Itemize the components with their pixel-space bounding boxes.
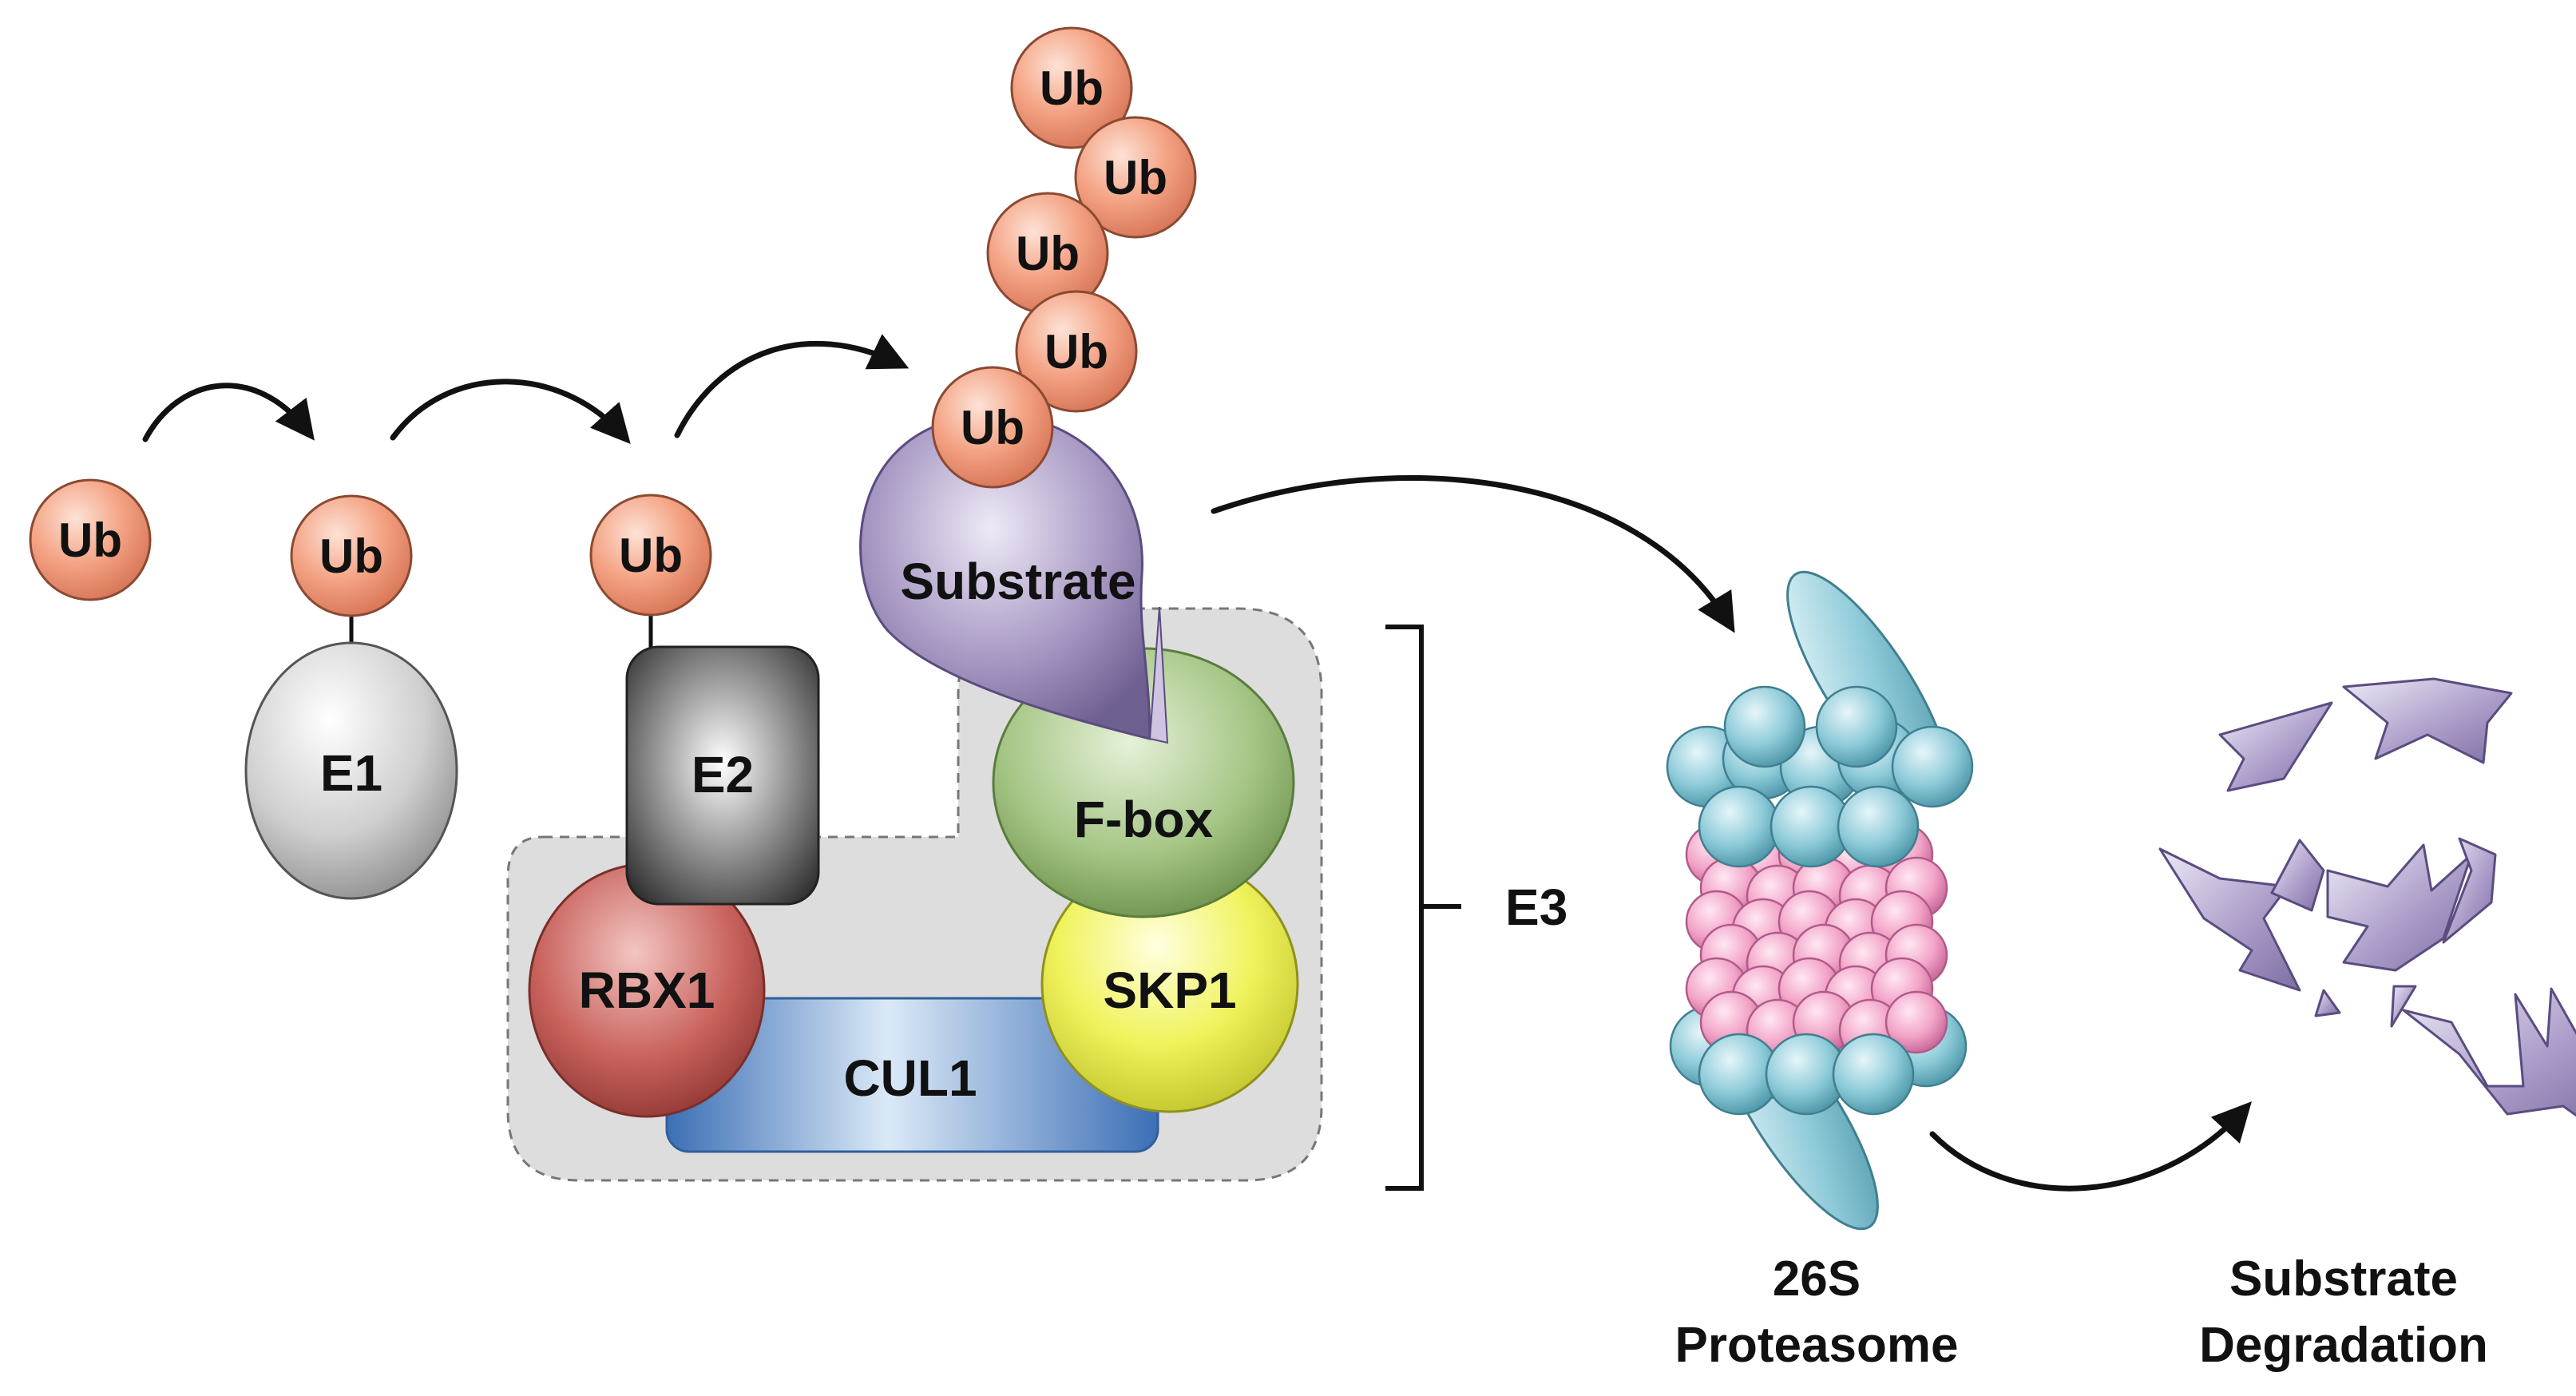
cul1-label: CUL1 xyxy=(843,1049,977,1107)
e3-label: E3 xyxy=(1505,878,1567,936)
ub-label: Ub xyxy=(1044,325,1108,379)
substrate-fragments xyxy=(2158,677,2576,1117)
degradation-caption-line2: Degradation xyxy=(2199,1318,2488,1373)
ub-label: Ub xyxy=(1104,151,1167,204)
free-ubiquitin: Ub xyxy=(29,478,152,601)
e1-ubiquitin: Ub xyxy=(290,494,413,617)
proteasome-caption-line2: Proteasome xyxy=(1675,1318,1959,1373)
fragment xyxy=(2402,987,2576,1117)
proteasome-cap-subunit xyxy=(1832,1033,1915,1116)
rbx1-protein: RBX1 xyxy=(528,863,766,1118)
arrow-substrate-to-proteasome xyxy=(1211,475,1735,633)
ubiquitin-2: Ub xyxy=(1074,116,1197,239)
proteasome-cap-subunit xyxy=(1815,685,1898,768)
ubiquitin-1: Ub xyxy=(1010,26,1133,149)
e2-label: E2 xyxy=(692,746,754,803)
ubiquitin-5: Ub xyxy=(931,366,1054,489)
fragment xyxy=(2314,989,2341,1017)
fragment xyxy=(2218,701,2333,792)
ubiquitin-4: Ub xyxy=(1015,290,1138,413)
ub-label: Ub xyxy=(961,401,1024,454)
ub-label: Ub xyxy=(319,529,383,583)
cul1-scaffold: CUL1 xyxy=(665,997,1159,1153)
proteasome-cap-subunit xyxy=(1891,725,1974,808)
proteasome-cap-subunit xyxy=(1723,685,1806,768)
ub-label: Ub xyxy=(58,514,122,567)
arrow-proteasome-to-degradation xyxy=(1929,1101,2252,1192)
ub-label: Ub xyxy=(1040,61,1104,115)
e1-label: E1 xyxy=(320,744,382,802)
e3-bracket: E3 xyxy=(1385,625,1567,1191)
arrow-ub-to-e1 xyxy=(142,383,315,442)
arrow-e2-to-e3 xyxy=(674,334,910,438)
skp1-protein: SKP1 xyxy=(1040,855,1299,1113)
polyubiquitin-chain: Ub Ub Ub Ub Ub xyxy=(931,26,1197,489)
proteasome-core-subunit xyxy=(1884,990,1948,1054)
fragment xyxy=(2270,839,2325,912)
ub-label: Ub xyxy=(1016,227,1080,280)
ub-label: Ub xyxy=(619,529,683,582)
e1-enzyme: E1 xyxy=(244,615,458,900)
fragment xyxy=(2326,843,2473,972)
substrate-protein: Substrate xyxy=(859,414,1169,744)
fbox-label: F-box xyxy=(1074,791,1214,848)
degradation-caption-line1: Substrate xyxy=(2229,1251,2458,1307)
fragment xyxy=(2158,847,2301,992)
skp1-label: SKP1 xyxy=(1103,962,1236,1019)
rbx1-label: RBX1 xyxy=(579,962,715,1019)
fragment xyxy=(2442,837,2497,944)
fragment xyxy=(2342,677,2513,764)
e2-ubiquitin: Ub xyxy=(589,494,712,617)
pathway-arrows xyxy=(142,334,2252,1192)
substrate-label: Substrate xyxy=(900,553,1135,610)
fragment xyxy=(2390,985,2417,1028)
proteasome-cap-subunit xyxy=(1698,785,1781,868)
arrow-e1-to-e2 xyxy=(390,379,631,444)
proteasome-26s xyxy=(1666,570,1974,1231)
proteasome-caption-line1: 26S xyxy=(1773,1251,1861,1307)
e2-enzyme: E2 xyxy=(625,615,820,906)
proteasome-cap-subunit xyxy=(1837,785,1920,868)
